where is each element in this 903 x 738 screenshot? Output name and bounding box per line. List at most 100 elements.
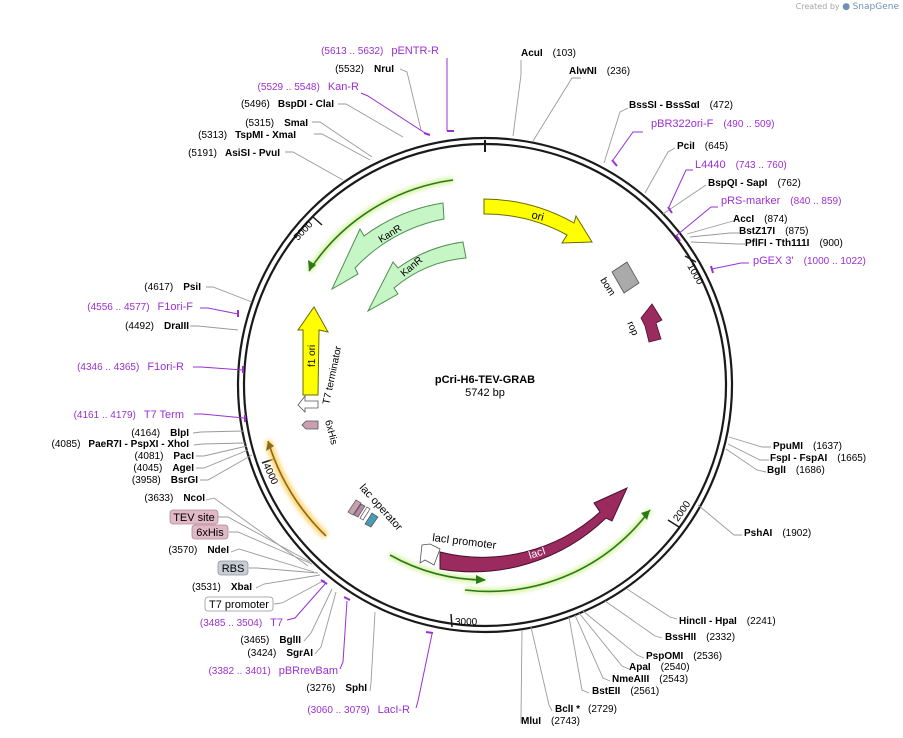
site-sphi[interactable]: (3276)SphI xyxy=(306,683,367,694)
rop-label: rop xyxy=(624,320,640,338)
restriction-sites: AcuI(103) AlwNI(236) BssSI - BssSαI(472)… xyxy=(52,48,867,727)
badge-rbs[interactable]: RBS xyxy=(217,560,249,576)
svg-text:(4346 .. 4365)F1ori-R: (4346 .. 4365)F1ori-R xyxy=(77,361,184,373)
kanr-feature-1 xyxy=(330,202,445,291)
site-asisi[interactable]: (5191)AsiSI - PvuI xyxy=(188,148,280,159)
his-tag-feature xyxy=(353,503,366,518)
ori-feature xyxy=(483,198,593,244)
site-smai[interactable]: (5315)SmaI xyxy=(245,118,308,129)
svg-text:(3276)SphI: (3276)SphI xyxy=(306,683,367,694)
site-draiii[interactable]: (4492)DraIII xyxy=(125,321,189,332)
svg-text:BssHII(2332): BssHII(2332) xyxy=(665,632,735,643)
site-ppumi[interactable]: PpuMI(1637) xyxy=(773,441,842,452)
svg-text:(5313)TspMI - XmaI: (5313)TspMI - XmaI xyxy=(198,130,296,141)
f1-ori-label: f1 ori xyxy=(307,345,318,367)
site-bstz17i[interactable]: BstZ17I(875) xyxy=(739,226,808,237)
site-fspi[interactable]: FspI - FspAI(1665) xyxy=(770,453,866,464)
svg-text:(4045)AgeI: (4045)AgeI xyxy=(133,463,194,474)
site-sgrai[interactable]: (3424)SgrAI xyxy=(247,648,313,659)
bom-feature xyxy=(611,261,640,294)
badge-t7-promoter[interactable]: T7 promoter xyxy=(204,596,274,612)
tick-label-3000: 3000 xyxy=(455,617,478,628)
site-bsssi[interactable]: BssSI - BssSαI(472) xyxy=(629,100,733,111)
svg-text:AcuI(103): AcuI(103) xyxy=(521,48,576,59)
tick-1000: 1000 xyxy=(684,255,705,287)
site-bsrgi[interactable]: (3958)BsrGI xyxy=(132,475,198,486)
leader-lines xyxy=(190,60,771,723)
svg-text:(3465)BglII: (3465)BglII xyxy=(240,635,301,646)
primer-t7[interactable]: (3485 .. 3504)T7 xyxy=(200,617,283,629)
site-psii[interactable]: (4617)PsiI xyxy=(144,282,201,293)
plasmid-backbone xyxy=(236,136,734,634)
plasmid-size: 5742 bp xyxy=(465,387,505,399)
site-xbai[interactable]: (3531)XbaI xyxy=(192,582,252,593)
snapgene-credit: Created by ● SnapGene xyxy=(796,2,899,12)
svg-text:BglI(1686): BglI(1686) xyxy=(767,465,825,476)
site-bcli[interactable]: BclI *(2729) xyxy=(555,704,617,715)
primer-pbrrevbam[interactable]: (3382 .. 3401)pBRrevBam xyxy=(208,665,338,677)
svg-text:(5529 .. 5548)Kan-R: (5529 .. 5548)Kan-R xyxy=(258,81,360,93)
primer-f1ori-r[interactable]: (4346 .. 4365)F1ori-R xyxy=(77,361,184,373)
svg-text:BstEII(2561): BstEII(2561) xyxy=(592,686,659,697)
site-bsshii[interactable]: BssHII(2332) xyxy=(665,632,735,643)
site-bspqi[interactable]: BspQI - SapI(762) xyxy=(708,178,801,189)
site-bsteii[interactable]: BstEII(2561) xyxy=(592,686,659,697)
kanr-outer-arc xyxy=(308,179,454,272)
site-alwni[interactable]: AlwNI(236) xyxy=(569,66,630,77)
site-paci[interactable]: (4081)PacI xyxy=(135,451,195,462)
site-pspomi[interactable]: PspOMI(2536) xyxy=(646,651,722,662)
svg-text:PshAI(1902): PshAI(1902) xyxy=(744,528,811,539)
primer-t7-term[interactable]: (4161 .. 4179)T7 Term xyxy=(74,409,184,421)
primer-prs-marker[interactable]: pRS-marker(840 .. 859) xyxy=(721,195,841,207)
primer-pentr-r[interactable]: (5613 .. 5632)pENTR-R xyxy=(321,45,439,57)
primer-laci-r[interactable]: (3060 .. 3079)LacI-R xyxy=(307,704,410,716)
site-apai[interactable]: ApaI(2540) xyxy=(629,662,690,673)
site-xhoi[interactable]: (4085)PaeR7I - PspXI - XhoI xyxy=(52,439,190,450)
snapgene-logo-icon: ● xyxy=(842,2,851,12)
svg-text:PpuMI(1637): PpuMI(1637) xyxy=(773,441,842,452)
badge-6xhis[interactable]: 6xHis xyxy=(191,524,229,540)
kanr-feature-2 xyxy=(366,241,467,313)
laci-label: lacI xyxy=(527,545,547,562)
site-tspmi[interactable]: (5313)TspMI - XmaI xyxy=(198,130,296,141)
svg-text:FspI - FspAI(1665): FspI - FspAI(1665) xyxy=(770,453,866,464)
laci-promoter-label: lacI promoter xyxy=(432,532,498,552)
site-nmeaiii[interactable]: NmeAIII(2543) xyxy=(612,674,688,685)
primer-kan-r[interactable]: (5529 .. 5548)Kan-R xyxy=(258,81,360,93)
svg-text:ApaI(2540): ApaI(2540) xyxy=(629,662,690,673)
site-agei[interactable]: (4045)AgeI xyxy=(133,463,194,474)
site-pshai[interactable]: PshAI(1902) xyxy=(744,528,811,539)
site-pflfi[interactable]: PflFI - Tth111I(900) xyxy=(745,238,843,249)
site-acci[interactable]: AccI(874) xyxy=(733,214,787,225)
svg-text:(5496)BspDI - ClaI: (5496)BspDI - ClaI xyxy=(241,99,334,110)
site-blpi[interactable]: (4164)BlpI xyxy=(131,428,189,439)
badge-tev-site[interactable]: TEV site xyxy=(169,509,219,525)
tev-site-feature xyxy=(347,499,362,516)
site-mlui[interactable]: MluI(2743) xyxy=(521,716,580,727)
site-ndei[interactable]: (3570)NdeI xyxy=(168,545,229,556)
primer-l4440[interactable]: L4440(743 .. 760) xyxy=(695,159,787,171)
primer-pgex-3[interactable]: pGEX 3'(1000 .. 1022) xyxy=(753,255,866,267)
feature-badges: TEV site 6xHis RBS T7 promoter xyxy=(169,509,274,612)
site-pcii[interactable]: PciI(645) xyxy=(677,141,728,152)
site-bspdi[interactable]: (5496)BspDI - ClaI xyxy=(241,99,334,110)
primer-f1ori-f[interactable]: (4556 .. 4577)F1ori-F xyxy=(87,301,193,313)
primer-pbr322ori-f[interactable]: pBR322ori-F(490 .. 509) xyxy=(651,118,775,130)
svg-text:(4617)PsiI: (4617)PsiI xyxy=(144,282,201,293)
site-bglii[interactable]: (3465)BglII xyxy=(240,635,301,646)
svg-text:BssSI - BssSαI(472): BssSI - BssSαI(472) xyxy=(629,100,733,111)
site-bgli-1686[interactable]: BglI(1686) xyxy=(767,465,825,476)
svg-text:MluI(2743): MluI(2743) xyxy=(521,716,580,727)
svg-text:PflFI - Tth111I(900): PflFI - Tth111I(900) xyxy=(745,238,843,249)
primers: (5613 .. 5632)pENTR-R (5529 .. 5548)Kan-… xyxy=(74,45,866,716)
site-hincii[interactable]: HincII - HpaI(2241) xyxy=(679,616,776,627)
site-nrui[interactable]: (5532)NruI xyxy=(335,64,394,75)
svg-text:TEV site: TEV site xyxy=(173,512,215,524)
svg-text:PspOMI(2536): PspOMI(2536) xyxy=(646,651,722,662)
site-ncoi[interactable]: (3633)NcoI xyxy=(144,493,205,504)
svg-text:BspQI - SapI(762): BspQI - SapI(762) xyxy=(708,178,801,189)
site-acui[interactable]: AcuI(103) xyxy=(521,48,576,59)
svg-text:(4556 .. 4577)F1ori-F: (4556 .. 4577)F1ori-F xyxy=(87,301,193,313)
svg-text:(3485 .. 3504)T7: (3485 .. 3504)T7 xyxy=(200,617,283,629)
t7-terminator-feature xyxy=(297,394,319,413)
